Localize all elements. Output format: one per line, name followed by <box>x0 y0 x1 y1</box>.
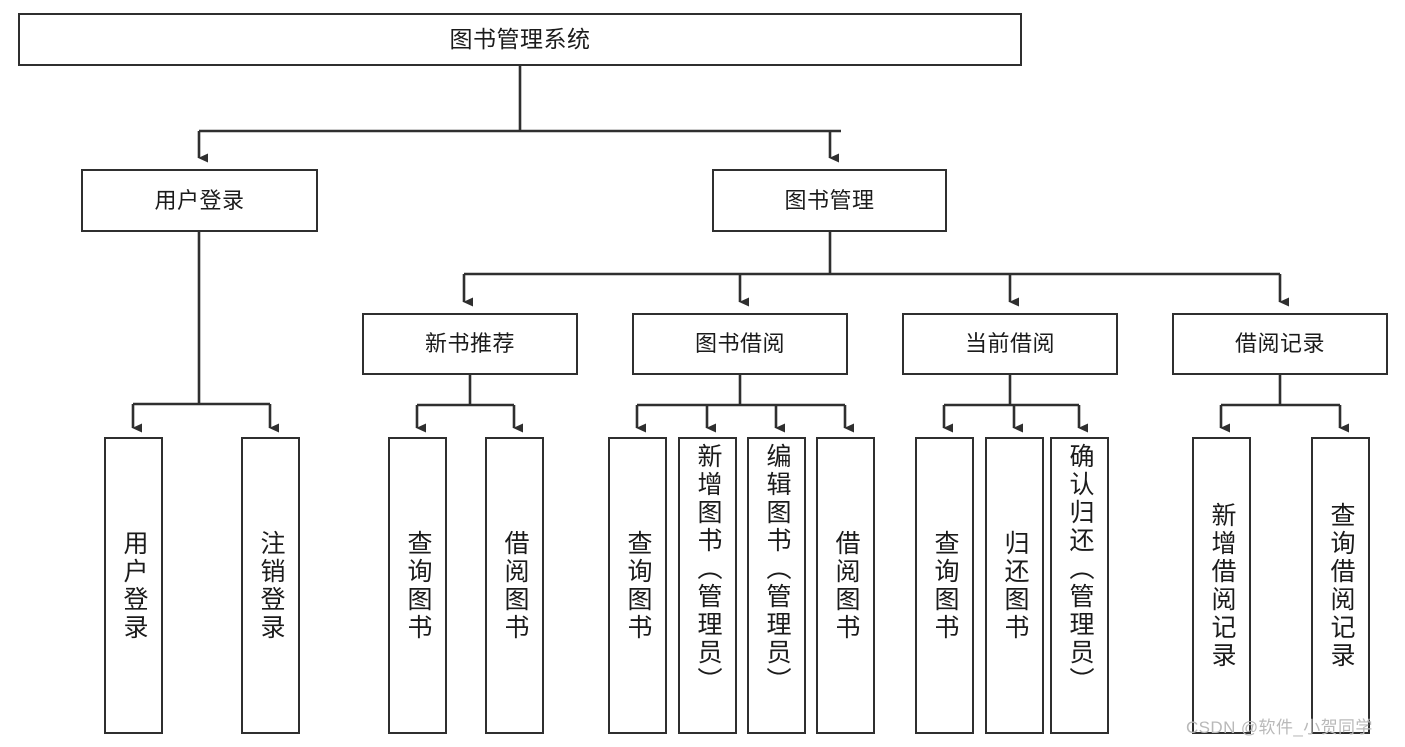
node-label: 用户登录 <box>120 529 148 642</box>
node-label: 归还图书 <box>1001 529 1029 642</box>
node-label: 用户登录 <box>154 187 245 213</box>
leaf-borrow-add-book-admin[interactable]: 新增图书（管理员） <box>678 437 737 734</box>
node-label: 借阅图书 <box>832 529 860 642</box>
node-root-system[interactable]: 图书管理系统 <box>18 13 1022 66</box>
leaf-recommend-query-book[interactable]: 查询图书 <box>388 437 447 734</box>
node-label: 新增借阅记录 <box>1208 501 1236 670</box>
leaf-user-login[interactable]: 用户登录 <box>104 437 163 734</box>
leaf-record-query-record[interactable]: 查询借阅记录 <box>1311 437 1370 734</box>
node-label: 当前借阅 <box>964 331 1055 357</box>
node-book-borrow[interactable]: 图书借阅 <box>632 313 848 375</box>
node-label: 图书管理 <box>784 187 875 213</box>
leaf-borrow-borrow-book[interactable]: 借阅图书 <box>816 437 875 734</box>
leaf-current-query-book[interactable]: 查询图书 <box>915 437 974 734</box>
leaf-recommend-borrow-book[interactable]: 借阅图书 <box>485 437 544 734</box>
node-label: 新书推荐 <box>424 331 515 357</box>
node-label: 新增图书（管理员） <box>694 443 722 695</box>
leaf-current-confirm-return-admin[interactable]: 确认归还（管理员） <box>1050 437 1109 734</box>
node-label: 图书借阅 <box>694 331 785 357</box>
leaf-record-add-record[interactable]: 新增借阅记录 <box>1192 437 1251 734</box>
node-new-book-recommend[interactable]: 新书推荐 <box>362 313 578 375</box>
node-label: 查询图书 <box>624 529 652 642</box>
leaf-user-logout[interactable]: 注销登录 <box>241 437 300 734</box>
leaf-borrow-edit-book-admin[interactable]: 编辑图书（管理员） <box>747 437 806 734</box>
node-label: 查询借阅记录 <box>1327 501 1355 670</box>
node-label: 借阅图书 <box>501 529 529 642</box>
node-book-management[interactable]: 图书管理 <box>712 169 947 232</box>
leaf-current-return-book[interactable]: 归还图书 <box>985 437 1044 734</box>
node-label: 编辑图书（管理员） <box>763 443 791 695</box>
node-label: 查询图书 <box>931 529 959 642</box>
node-label: 查询图书 <box>404 529 432 642</box>
node-user-login[interactable]: 用户登录 <box>81 169 318 232</box>
watermark-text: CSDN @软件_小贺同学 <box>1186 718 1373 737</box>
node-current-borrow[interactable]: 当前借阅 <box>902 313 1118 375</box>
node-borrow-record[interactable]: 借阅记录 <box>1172 313 1388 375</box>
node-label: 注销登录 <box>257 529 285 642</box>
node-label: 图书管理系统 <box>449 26 591 53</box>
leaf-borrow-query-book[interactable]: 查询图书 <box>608 437 667 734</box>
node-label: 确认归还（管理员） <box>1066 443 1094 695</box>
node-label: 借阅记录 <box>1234 331 1325 357</box>
